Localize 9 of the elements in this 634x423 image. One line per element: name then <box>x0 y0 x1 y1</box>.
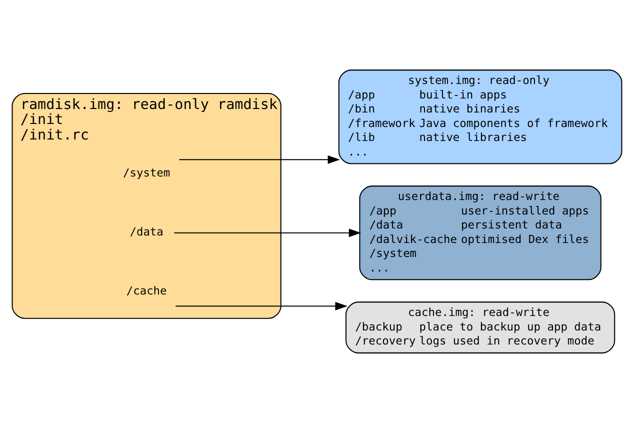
arrow <box>179 155 340 164</box>
node-box: system.img: read-only /app built-in apps /bin native binaries /framework Java components of framework /lib native libraries ... <box>338 70 622 164</box>
arrow <box>176 302 348 310</box>
node-box: cache.img: read-write /backup place to backup up app data /recovery logs used in recovery mode <box>346 302 616 354</box>
node-text: /system <box>122 166 170 180</box>
node-text: /data <box>130 226 164 239</box>
arrow <box>174 228 362 238</box>
node-box: userdata.img: read-write /app user-installed apps /data persistent data /dalvik-cache optimised Dex files /system ... <box>359 186 602 280</box>
node-text: /cache <box>126 284 167 298</box>
